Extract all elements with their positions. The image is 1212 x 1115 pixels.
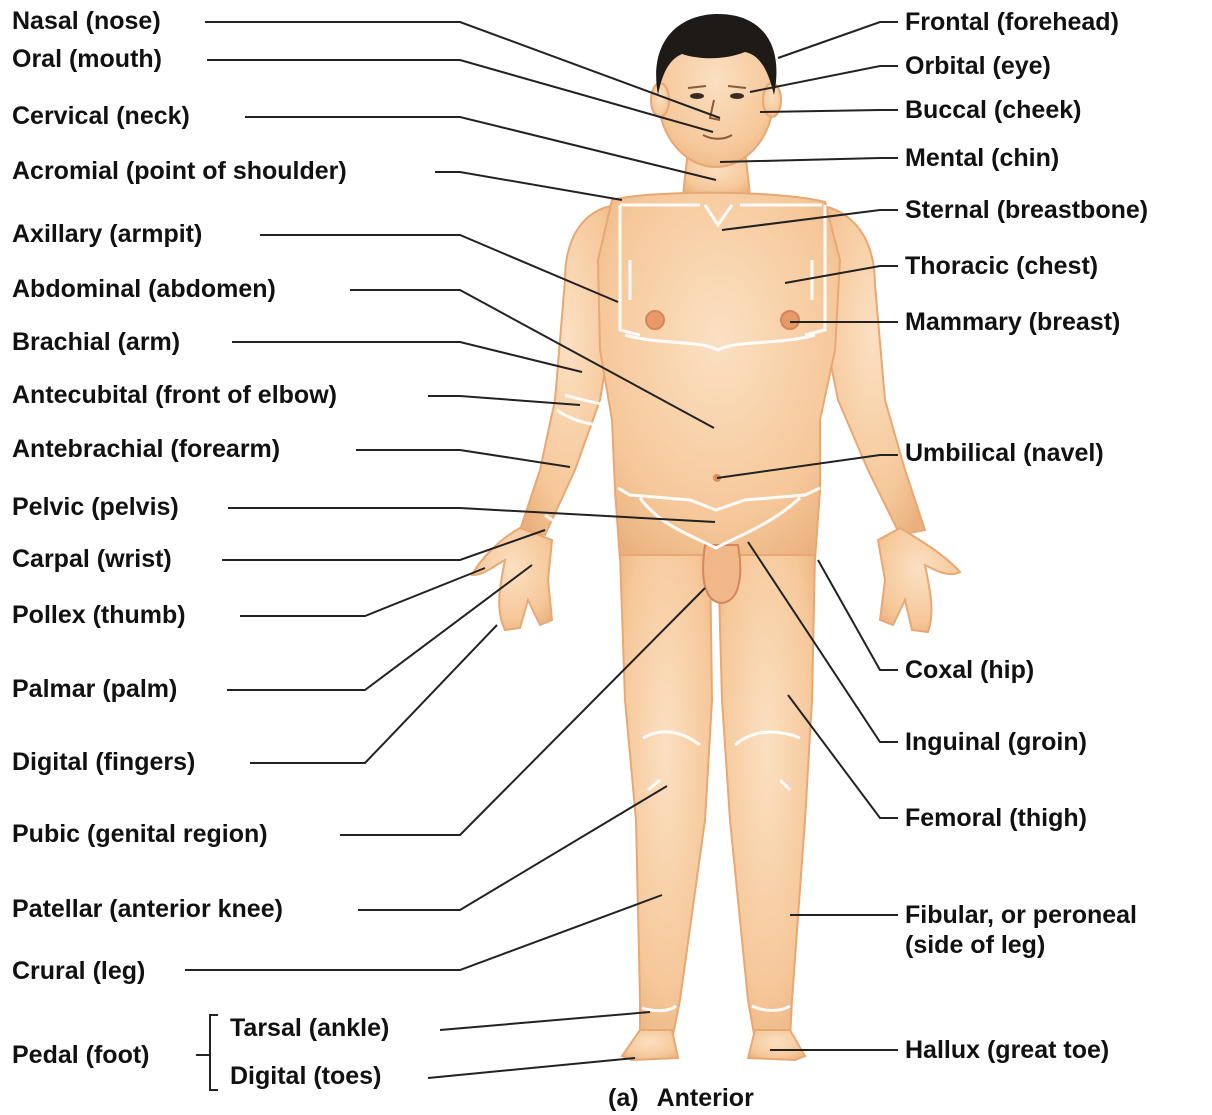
leader-oral — [207, 60, 713, 132]
label-oral: Oral (mouth) — [12, 44, 162, 74]
leader-digital-toes — [428, 1058, 635, 1078]
leader-nasal — [205, 22, 720, 118]
label-acromial: Acromial (point of shoulder) — [12, 156, 347, 186]
label-digital-toes: Digital (toes) — [230, 1061, 381, 1091]
label-fibular-line2: (side of leg) — [905, 930, 1045, 960]
leader-patellar — [358, 786, 667, 910]
genital-shape — [703, 545, 740, 603]
leader-tarsal — [440, 1012, 650, 1030]
label-abdominal: Abdominal (abdomen) — [12, 274, 276, 304]
caption-letter: (a) — [608, 1084, 639, 1112]
label-buccal: Buccal (cheek) — [905, 95, 1081, 125]
label-mental: Mental (chin) — [905, 143, 1059, 173]
label-carpal: Carpal (wrist) — [12, 544, 172, 574]
label-pubic: Pubic (genital region) — [12, 819, 268, 849]
label-axillary: Axillary (armpit) — [12, 219, 202, 249]
leader-antebrachial — [356, 450, 570, 467]
label-palmar: Palmar (palm) — [12, 674, 177, 704]
label-sternal: Sternal (breastbone) — [905, 195, 1148, 225]
label-thoracic: Thoracic (chest) — [905, 251, 1098, 281]
label-nasal: Nasal (nose) — [12, 6, 161, 36]
label-antebrachial: Antebrachial (forearm) — [12, 434, 280, 464]
leader-digital-fingers — [250, 625, 497, 763]
label-pollex: Pollex (thumb) — [12, 600, 186, 630]
label-crural: Crural (leg) — [12, 956, 145, 986]
nipple-right — [781, 311, 799, 329]
label-antecubital: Antecubital (front of elbow) — [12, 380, 337, 410]
label-digital-fingers: Digital (fingers) — [12, 747, 195, 777]
label-cervical: Cervical (neck) — [12, 101, 190, 131]
human-body-silhouette — [472, 23, 960, 1060]
label-pedal: Pedal (foot) — [12, 1040, 150, 1070]
leader-pollex — [240, 568, 485, 616]
label-inguinal: Inguinal (groin) — [905, 727, 1087, 757]
label-frontal: Frontal (forehead) — [905, 7, 1119, 37]
label-hallux: Hallux (great toe) — [905, 1035, 1109, 1065]
leader-frontal — [778, 22, 898, 58]
label-coxal: Coxal (hip) — [905, 655, 1034, 685]
label-tarsal: Tarsal (ankle) — [230, 1013, 389, 1043]
leader-acromial — [435, 172, 622, 200]
label-umbilical: Umbilical (navel) — [905, 438, 1104, 468]
label-brachial: Brachial (arm) — [12, 327, 180, 357]
label-fibular-line1: Fibular, or peroneal — [905, 900, 1137, 930]
leader-brachial — [232, 342, 582, 372]
label-patellar: Patellar (anterior knee) — [12, 894, 283, 924]
pedal-bracket — [210, 1015, 218, 1090]
label-orbital: Orbital (eye) — [905, 51, 1051, 81]
nipple-left — [646, 311, 664, 329]
figure-caption: (a) Anterior — [608, 1084, 754, 1113]
label-mammary: Mammary (breast) — [905, 307, 1120, 337]
caption-title: Anterior — [657, 1084, 754, 1112]
label-pelvic: Pelvic (pelvis) — [12, 492, 179, 522]
leader-palmar — [227, 565, 532, 690]
leader-buccal — [760, 110, 898, 112]
label-femoral: Femoral (thigh) — [905, 803, 1087, 833]
